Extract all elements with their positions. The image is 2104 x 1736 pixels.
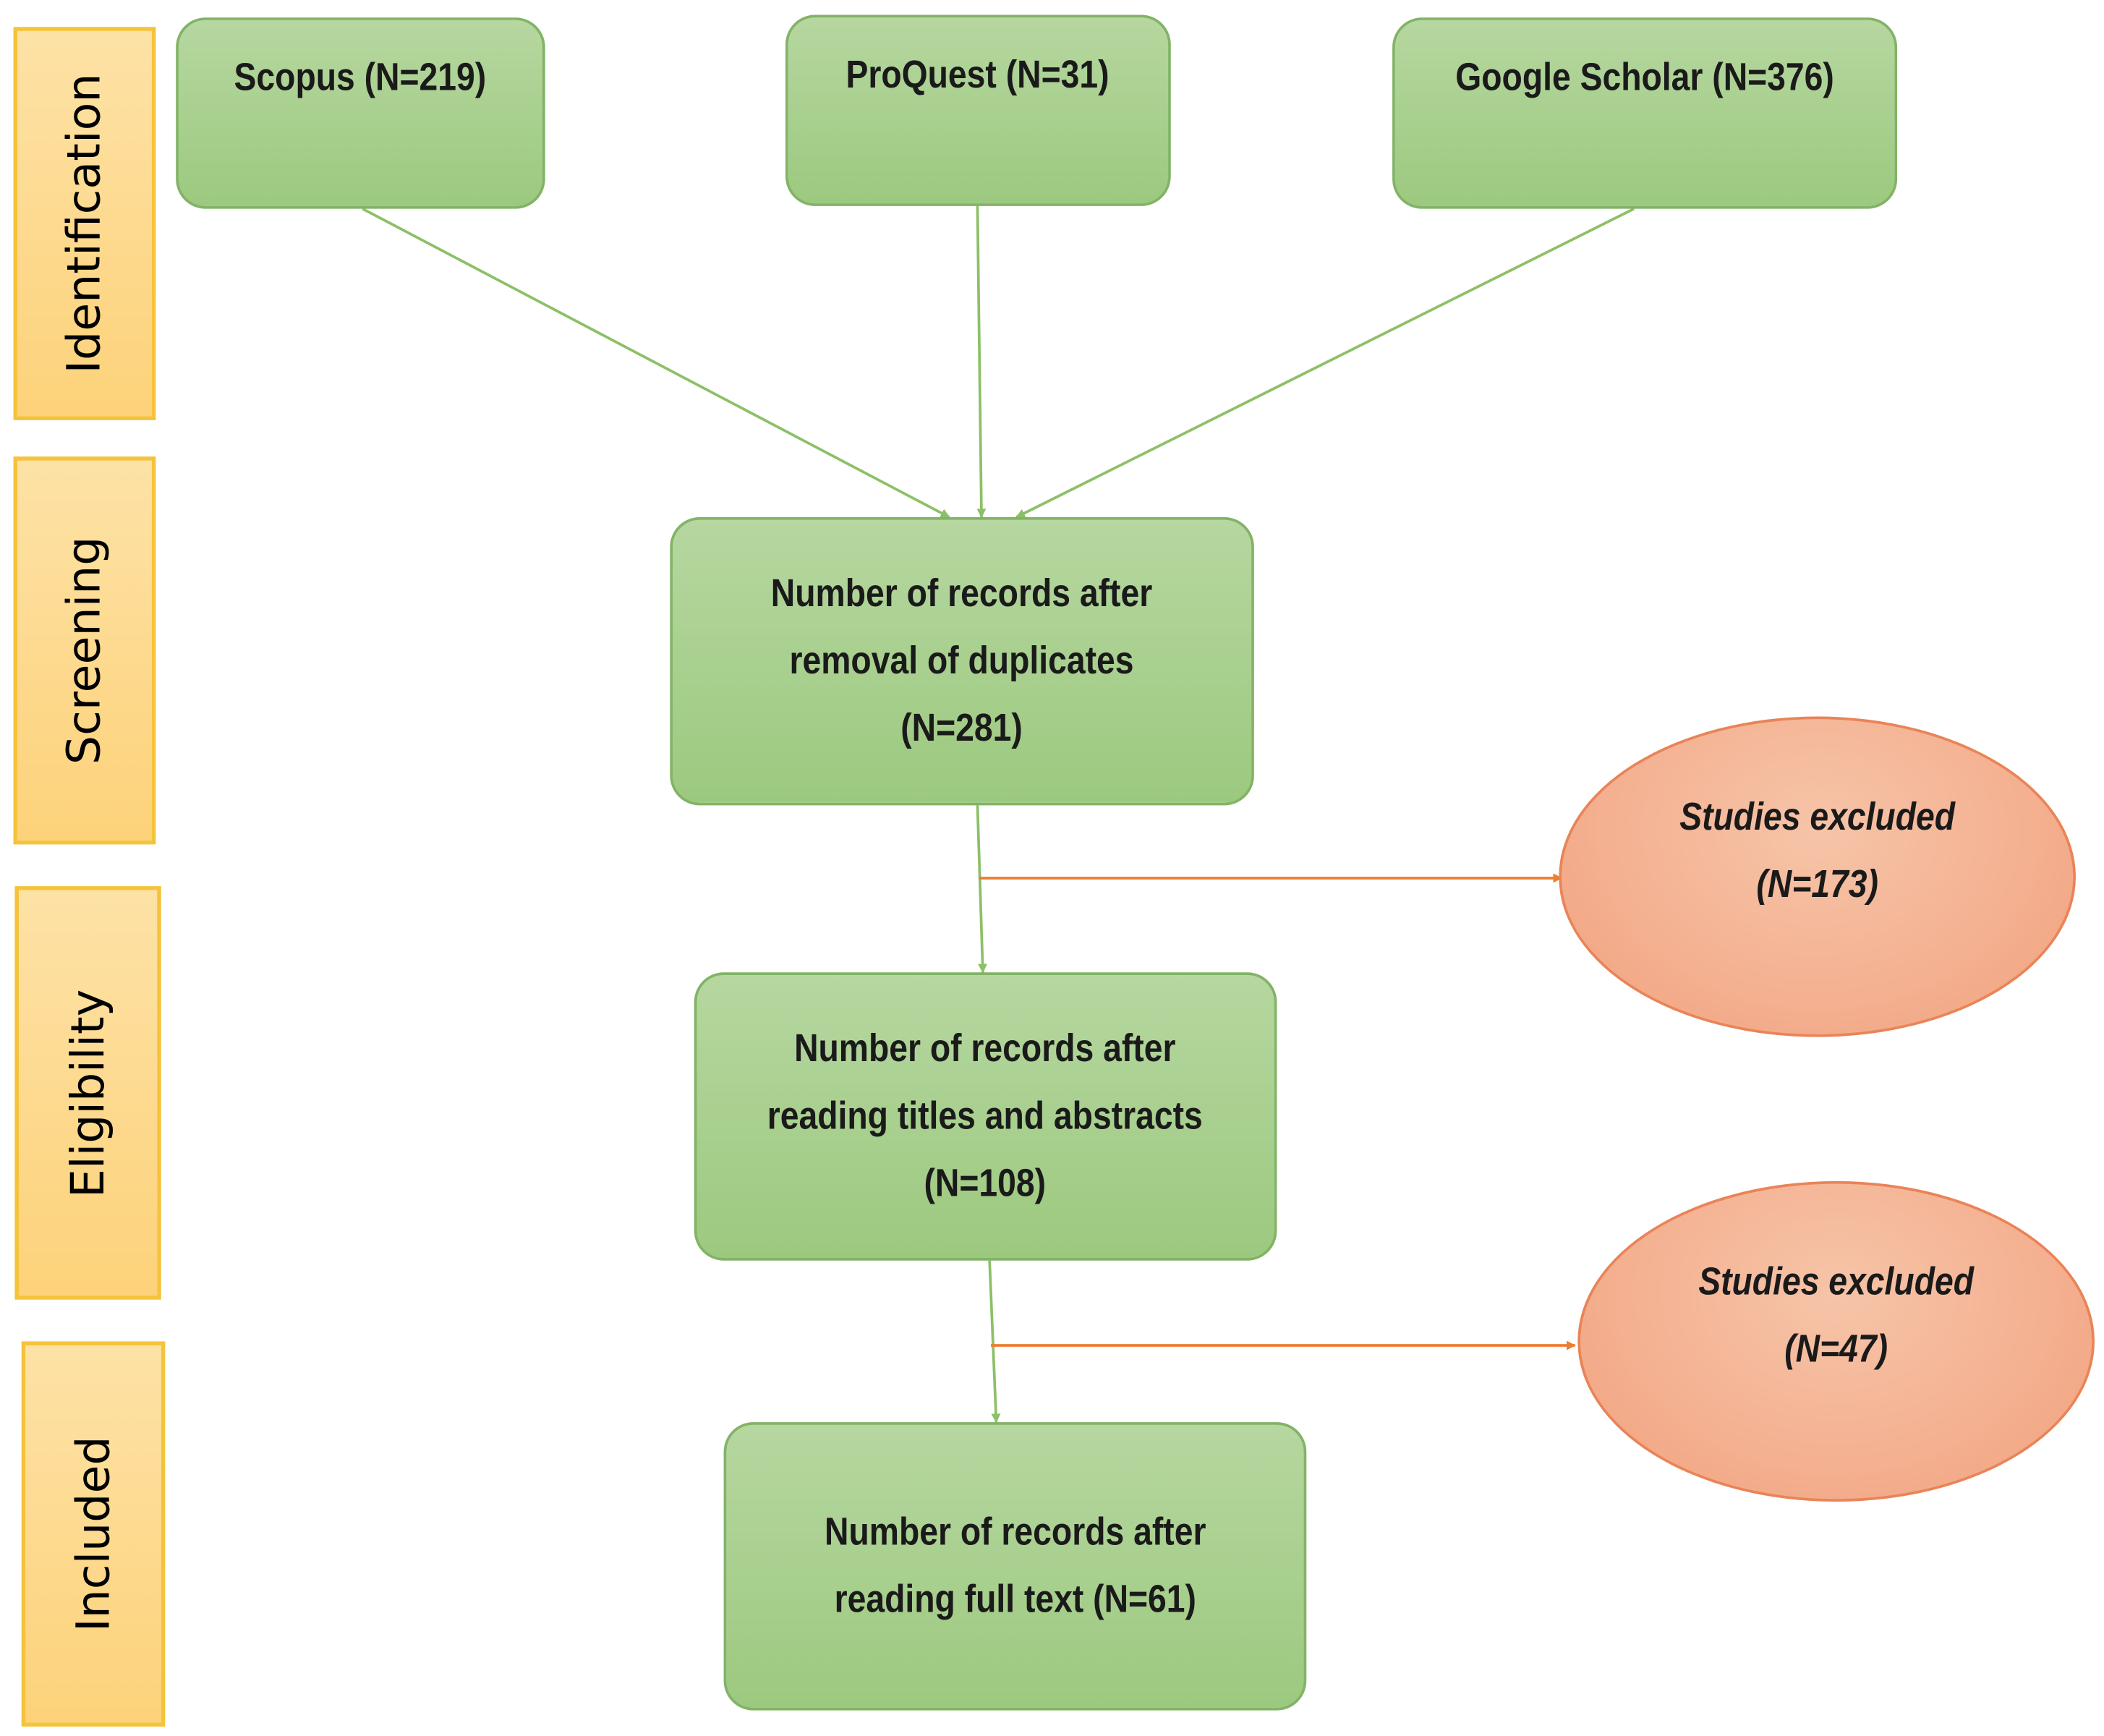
phase-identification: Identification <box>13 27 156 420</box>
phase-label-screening: Screening <box>57 536 112 765</box>
exclusion-label-2: Studies excluded (N=47) <box>1698 1260 1975 1371</box>
phase-label-included: Included <box>66 1436 121 1633</box>
source-box-scopus: Scopus (N=219) <box>176 17 545 209</box>
source-label-proquest: ProQuest (N=31) <box>846 54 1110 98</box>
phase-label-identification: Identification <box>57 73 112 374</box>
arrow-google-scholar-to-screening <box>1015 207 1635 519</box>
phase-screening: Screening <box>13 456 156 845</box>
phase-label-eligibility: Eligibility <box>61 988 115 1198</box>
step-box-after-full-text: Number of records after reading full tex… <box>723 1422 1307 1711</box>
step-box-after-duplicates: Number of records after removal of dupli… <box>670 516 1254 806</box>
phase-eligibility: Eligibility <box>14 886 161 1300</box>
exclusion-oval-2: Studies excluded (N=47) <box>1577 1180 2095 1502</box>
source-label-google-scholar: Google Scholar (N=376) <box>1455 56 1834 100</box>
arrow-scopus-to-screening <box>362 207 950 519</box>
exclusion-label-1: Studies excluded (N=173) <box>1679 796 1956 907</box>
source-box-google-scholar: Google Scholar (N=376) <box>1392 17 1898 209</box>
phase-included: Included <box>21 1341 166 1727</box>
step-label-after-titles-abstracts: Number of records after reading titles a… <box>767 1027 1204 1206</box>
arrow-eligibility-to-included <box>988 1260 1001 1424</box>
arrow-proquest-to-screening <box>976 205 987 519</box>
step-box-after-titles-abstracts: Number of records after reading titles a… <box>694 972 1277 1261</box>
step-label-after-duplicates: Number of records after removal of dupli… <box>771 572 1153 751</box>
exclusion-oval-1: Studies excluded (N=173) <box>1559 716 2076 1037</box>
source-box-proquest: ProQuest (N=31) <box>785 14 1171 206</box>
source-label-scopus: Scopus (N=219) <box>234 56 487 100</box>
arrow-screening-to-eligibility <box>976 805 988 974</box>
step-label-after-full-text: Number of records after reading full tex… <box>824 1511 1206 1622</box>
